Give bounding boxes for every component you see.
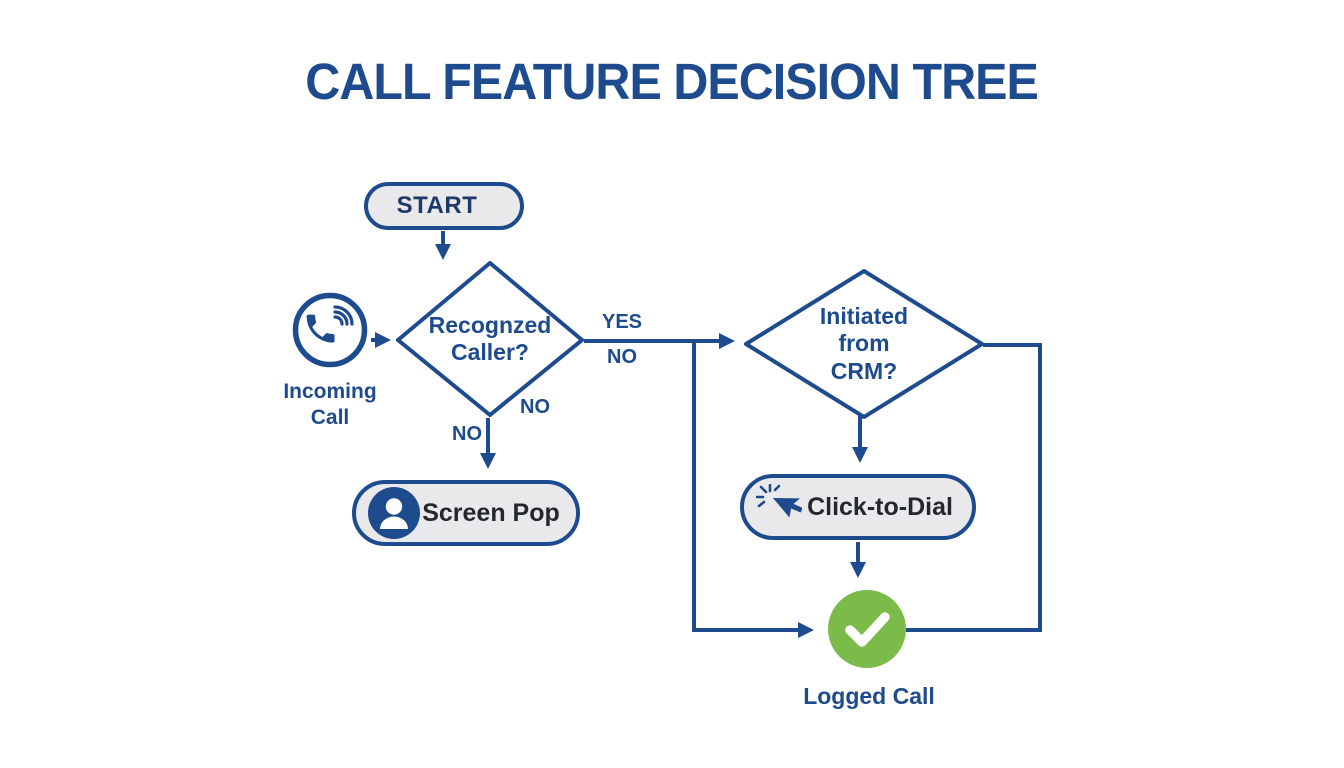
branch-label-no-right: NO bbox=[607, 346, 637, 368]
diamond-shape bbox=[742, 268, 986, 420]
logged-call-label: Logged Call bbox=[803, 683, 935, 709]
decision-initiated-from-crm-text: Initiated from CRM? bbox=[819, 303, 909, 384]
decision-recognized-caller: Recognzed Caller? bbox=[394, 260, 586, 418]
branch-label-yes: YES bbox=[601, 311, 643, 333]
start-label: START bbox=[396, 192, 478, 219]
start-node: START bbox=[364, 182, 524, 230]
diamond-shape bbox=[394, 260, 586, 418]
decision-recognized-caller-text: Recognzed Caller? bbox=[428, 311, 552, 365]
phone-icon bbox=[292, 292, 368, 368]
incoming-call-label: Incoming Call bbox=[283, 380, 377, 429]
click-to-dial-node: Click-to-Dial bbox=[740, 474, 976, 540]
branch-label-no-bottom-right: NO bbox=[520, 396, 550, 418]
screen-pop-label: Screen Pop bbox=[422, 498, 560, 527]
page-title: CALL FEATURE DECISION TREE bbox=[0, 52, 1344, 111]
page-title-text: CALL FEATURE DECISION TREE bbox=[305, 53, 1040, 110]
screen-pop-node: Screen Pop bbox=[352, 480, 580, 546]
branch-label-no-bottom-left: NO bbox=[452, 423, 482, 445]
decision-initiated-from-crm: Initiated from CRM? bbox=[742, 268, 986, 420]
person-icon bbox=[368, 487, 420, 539]
cursor-click-icon bbox=[756, 484, 802, 530]
click-to-dial-label: Click-to-Dial bbox=[807, 492, 953, 521]
check-icon bbox=[828, 590, 906, 668]
